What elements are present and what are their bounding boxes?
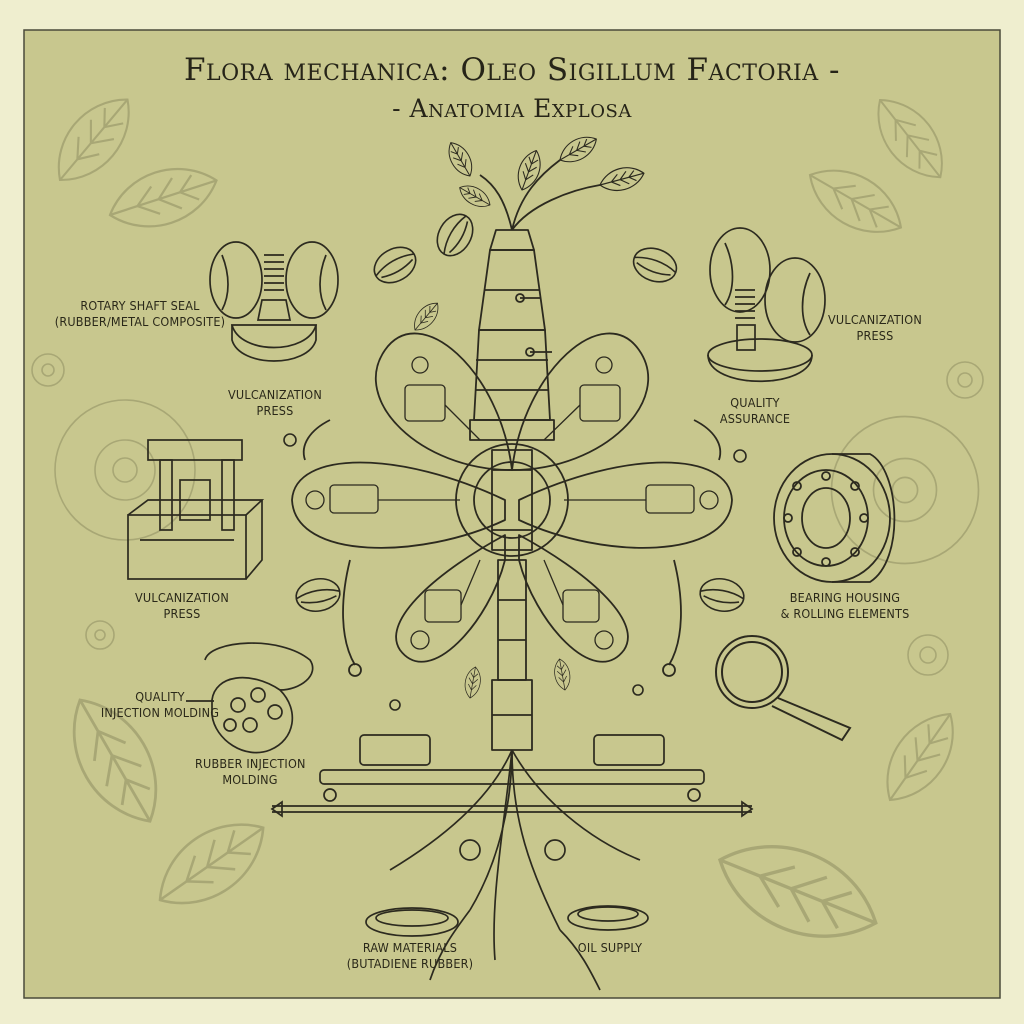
conveyor-and-roots [270, 734, 754, 991]
label-raw-materials: Raw Materials (Butadiene Rubber) [346, 940, 474, 971]
label-vulcanization-press-top-left: Vulcanization Press [228, 387, 322, 418]
label-quality-injection-molding: Quality Injection Molding [100, 689, 220, 720]
poster-title-line-1: Flora mechanica: Oleo Sigillum Factoria … [184, 52, 840, 88]
label-quality-assurance: Quality Assurance [719, 395, 791, 426]
pod-press-top-right [707, 227, 826, 383]
background-gears [31, 353, 984, 676]
label-bearing-housing: Bearing Housing & Rolling Elements [780, 590, 910, 621]
label-vulcanization-press-right: Vulcanization Press [828, 312, 922, 343]
box-press-left [127, 439, 265, 580]
bearing-housing [773, 453, 896, 583]
poster-title-line-2: - Anatomia Explosa [392, 94, 632, 123]
label-vulcanization-press-left: Vulcanization Press [135, 590, 229, 621]
magnifying-glass [715, 635, 852, 742]
floating-seeds [283, 207, 748, 711]
pod-press-top-left [209, 241, 339, 362]
label-oil-supply: Oil Supply [577, 940, 643, 955]
label-rotary-shaft-seal: Rotary Shaft Seal (Rubber/Metal Composit… [54, 298, 226, 329]
label-rubber-injection-molding: Rubber Injection Molding [195, 756, 306, 787]
injection-molding-assembly [186, 642, 314, 754]
paper-panel [23, 29, 1001, 999]
